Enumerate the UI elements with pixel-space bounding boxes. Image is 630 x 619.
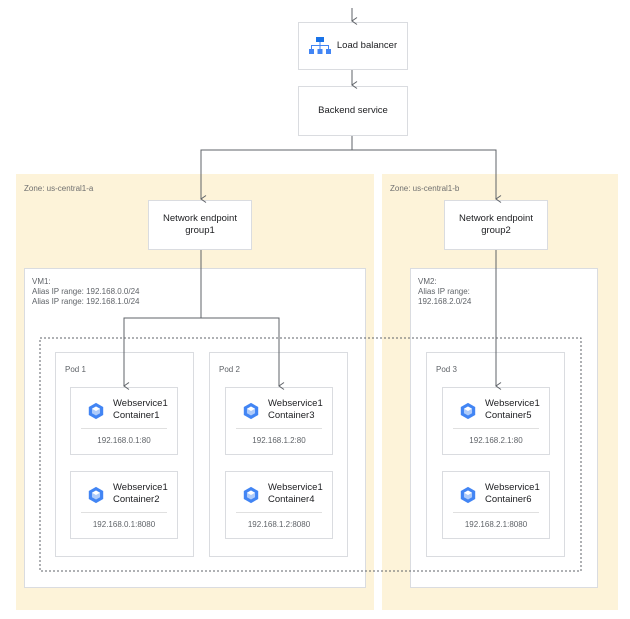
container-card[interactable]: Webservice1 Container4 192.168.1.2:8080: [225, 471, 333, 539]
neg-2-line2: group2: [481, 225, 511, 236]
container-service: Webservice1: [268, 482, 323, 493]
container-divider: [81, 428, 167, 429]
container-icon: [88, 486, 104, 504]
container-name: Container6: [485, 493, 532, 505]
container-service: Webservice1: [485, 482, 540, 493]
container-name: Container3: [268, 409, 315, 421]
container-service: Webservice1: [113, 482, 168, 493]
container-title: Webservice1 Container6: [485, 482, 540, 506]
load-balancer-label: Load balancer: [336, 39, 398, 51]
pod-2-label: Pod 2: [219, 365, 240, 374]
load-balancer-node[interactable]: Load balancer: [298, 22, 408, 70]
container-ip: 192.168.0.1:8080: [92, 520, 156, 529]
pod-1-label: Pod 1: [65, 365, 86, 374]
container-title: Webservice1 Container3: [268, 398, 323, 422]
container-title: Webservice1 Container4: [268, 482, 323, 506]
neg-2-line1: Network endpoint: [459, 212, 533, 224]
vm-1-info: VM1: Alias IP range: 192.168.0.0/24 Alia…: [32, 277, 140, 307]
container-title: Webservice1 Container2: [113, 482, 168, 506]
container-card[interactable]: Webservice1 Container3 192.168.1.2:80: [225, 387, 333, 455]
container-icon: [88, 402, 104, 420]
load-balancer-icon: [308, 37, 331, 54]
backend-service-node[interactable]: Backend service: [298, 86, 408, 136]
container-card[interactable]: Webservice1 Container1 192.168.0.1:80: [70, 387, 178, 455]
vm-1-title: VM1:: [32, 277, 51, 286]
container-name: Container4: [268, 493, 315, 505]
container-name: Container1: [113, 409, 160, 421]
container-ip: 192.168.2.1:80: [469, 436, 523, 445]
container-title: Webservice1 Container1: [113, 398, 168, 422]
container-divider: [81, 512, 167, 513]
container-divider: [236, 512, 322, 513]
container-card[interactable]: Webservice1 Container2 192.168.0.1:8080: [70, 471, 178, 539]
container-card[interactable]: Webservice1 Container6 192.168.2.1:8080: [442, 471, 550, 539]
pod-3-label: Pod 3: [436, 365, 457, 374]
neg-1-node[interactable]: Network endpoint group1: [148, 200, 252, 250]
vm-1-range-2: Alias IP range: 192.168.1.0/24: [32, 297, 140, 306]
container-ip: 192.168.1.2:8080: [247, 520, 311, 529]
container-ip: 192.168.0.1:80: [97, 436, 151, 445]
neg-2-node[interactable]: Network endpoint group2: [444, 200, 548, 250]
container-divider: [236, 428, 322, 429]
container-card[interactable]: Webservice1 Container5 192.168.2.1:80: [442, 387, 550, 455]
container-divider: [453, 428, 539, 429]
container-icon: [243, 402, 259, 420]
container-service: Webservice1: [268, 398, 323, 409]
vm-2-info: VM2: Alias IP range: 192.168.2.0/24: [418, 277, 471, 307]
container-icon: [243, 486, 259, 504]
container-name: Container2: [113, 493, 160, 505]
neg-1-line1: Network endpoint: [163, 212, 237, 224]
container-icon: [460, 402, 476, 420]
container-title: Webservice1 Container5: [485, 398, 540, 422]
backend-service-label: Backend service: [318, 104, 388, 116]
vm-2-range-1: Alias IP range:: [418, 287, 470, 296]
container-ip: 192.168.2.1:8080: [464, 520, 528, 529]
container-service: Webservice1: [485, 398, 540, 409]
vm-2-title: VM2:: [418, 277, 437, 286]
vm-1-range-1: Alias IP range: 192.168.0.0/24: [32, 287, 140, 296]
container-icon: [460, 486, 476, 504]
container-name: Container5: [485, 409, 532, 421]
vm-2-range-2: 192.168.2.0/24: [418, 297, 472, 306]
zone-b-label: Zone: us-central1-b: [390, 184, 460, 193]
container-service: Webservice1: [113, 398, 168, 409]
container-ip: 192.168.1.2:80: [252, 436, 306, 445]
container-divider: [453, 512, 539, 513]
neg-1-line2: group1: [185, 225, 215, 236]
zone-a-label: Zone: us-central1-a: [24, 184, 94, 193]
